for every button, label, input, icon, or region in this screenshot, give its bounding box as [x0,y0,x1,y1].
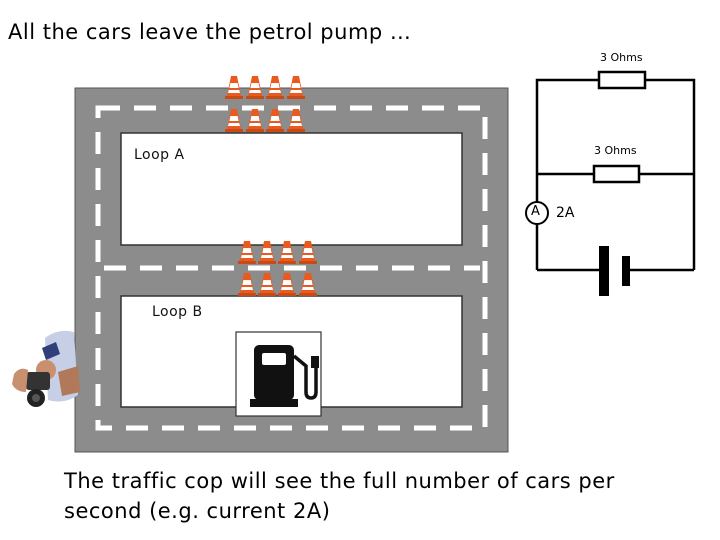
loop-a-block [120,132,463,246]
traffic-cop-icon [12,330,80,407]
middle-resistor [592,164,641,184]
slide-title: All the cars leave the petrol pump … [8,20,412,44]
middle-resistor-label: 3 Ohms [594,144,637,157]
battery-cell [599,246,630,296]
fuel-pump-icon [235,331,322,417]
lane-markings [95,105,488,431]
ammeter-reading: 2A [556,205,575,221]
race-track [74,87,509,453]
ammeter [525,201,549,225]
top-resistor-label: 3 Ohms [600,51,643,64]
loop-a-label: Loop A [134,147,185,163]
ammeter-symbol: A [531,204,540,219]
slide-caption: The traffic cop will see the full number… [64,469,615,523]
top-resistor [597,70,647,90]
loop-b-label: Loop B [152,304,203,320]
